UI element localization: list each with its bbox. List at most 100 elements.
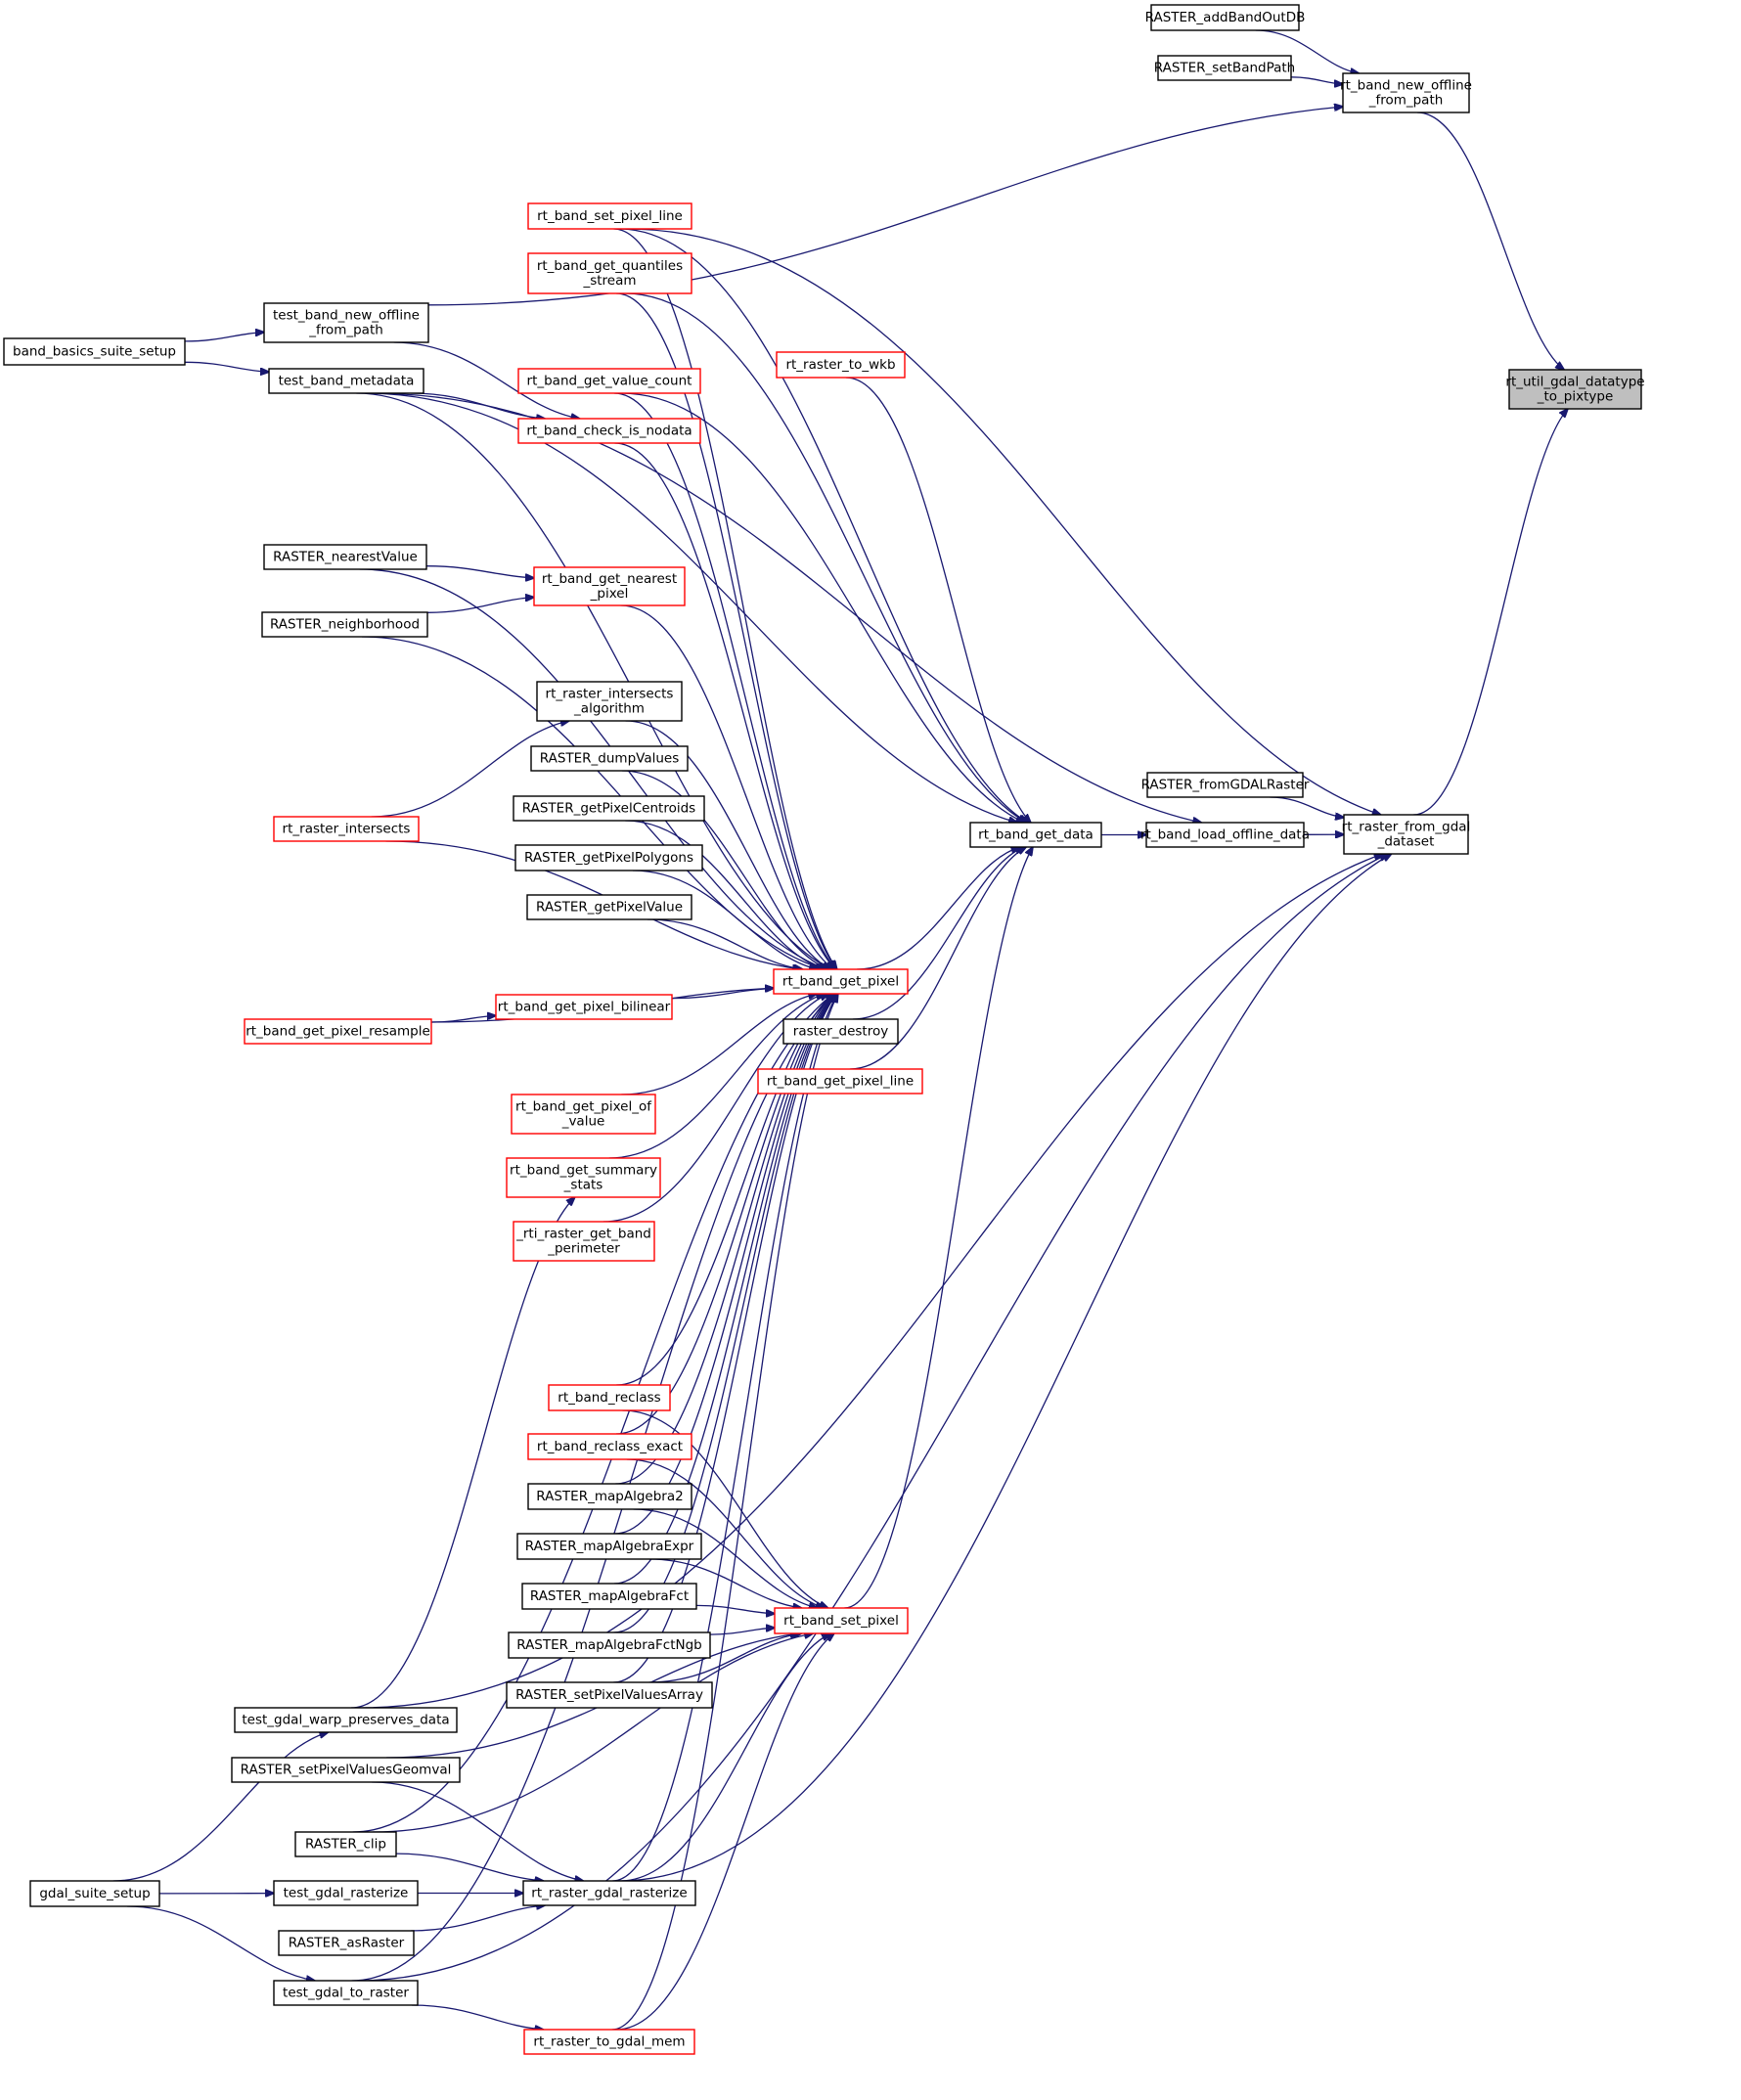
node-new-offline[interactable]: rt_band_new_offline_from_path <box>1340 72 1472 113</box>
node-box[interactable] <box>513 795 705 822</box>
node-box[interactable] <box>517 418 701 444</box>
node-mapAlgebraExpr[interactable]: RASTER_mapAlgebraExpr <box>516 1533 702 1560</box>
node-box[interactable] <box>273 1880 419 1906</box>
node-box[interactable] <box>263 302 429 343</box>
node-test-metadata[interactable]: test_band_metadata <box>268 368 424 394</box>
node-box[interactable] <box>1508 369 1642 410</box>
node-box[interactable] <box>263 544 427 570</box>
node-box[interactable] <box>1145 822 1305 848</box>
node-summary-stats[interactable]: rt_band_get_summary_stats <box>506 1157 661 1198</box>
node-nearest-pixel[interactable]: rt_band_get_nearest_pixel <box>533 566 686 606</box>
node-resample[interactable]: rt_band_get_pixel_resample <box>244 1018 432 1045</box>
node-bilinear[interactable]: rt_band_get_pixel_bilinear <box>495 994 673 1020</box>
node-box[interactable] <box>517 368 701 394</box>
node-box[interactable] <box>757 1068 923 1095</box>
node-fromGDALRaster[interactable]: RASTER_fromGDALRaster <box>1141 772 1310 798</box>
node-box[interactable] <box>522 1880 696 1906</box>
node-from-gdal[interactable]: rt_raster_from_gdal_dataset <box>1342 814 1471 855</box>
node-box[interactable] <box>1157 55 1292 81</box>
node-test-new-offline[interactable]: test_band_new_offline_from_path <box>263 302 429 343</box>
node-geomval[interactable]: RASTER_setPixelValuesGeomval <box>231 1757 461 1783</box>
node-box[interactable] <box>1343 814 1469 855</box>
node-check-nodata[interactable]: rt_band_check_is_nodata <box>517 418 701 444</box>
node-box[interactable] <box>776 351 906 379</box>
node-intersects-alg[interactable]: rt_raster_intersects_algorithm <box>536 681 683 722</box>
node-box[interactable] <box>527 202 692 230</box>
node-box[interactable] <box>533 566 686 606</box>
node-box[interactable] <box>530 745 689 772</box>
node-value-count[interactable]: rt_band_get_value_count <box>517 368 701 394</box>
node-box[interactable] <box>521 1583 697 1610</box>
node-box[interactable] <box>523 2029 695 2055</box>
node-get-pixel[interactable]: rt_band_get_pixel <box>773 968 909 995</box>
node-box[interactable] <box>508 1631 711 1659</box>
node-box[interactable] <box>548 1384 671 1411</box>
node-box[interactable] <box>1150 4 1300 31</box>
node-box[interactable] <box>782 1018 899 1045</box>
node-box[interactable] <box>506 1157 661 1198</box>
node-test-to-raster[interactable]: test_gdal_to_raster <box>273 1980 419 2006</box>
node-getPixelValue[interactable]: RASTER_getPixelValue <box>526 894 692 920</box>
node-quantiles[interactable]: rt_band_get_quantiles_stream <box>527 252 692 294</box>
node-polygons[interactable]: RASTER_getPixelPolygons <box>514 844 703 871</box>
node-box[interactable] <box>527 1483 692 1510</box>
node-mapAlgebraFct[interactable]: RASTER_mapAlgebraFct <box>521 1583 697 1610</box>
node-reclass[interactable]: rt_band_reclass <box>548 1384 671 1411</box>
node-box[interactable] <box>278 1930 415 1956</box>
node-raster-destroy[interactable]: raster_destroy <box>782 1018 899 1045</box>
node-mapAlgebraFctNgb[interactable]: RASTER_mapAlgebraFctNgb <box>508 1631 711 1659</box>
node-box[interactable] <box>29 1880 160 1907</box>
node-get-pixel-line[interactable]: rt_band_get_pixel_line <box>757 1068 923 1095</box>
node-pixel-of-value[interactable]: rt_band_get_pixel_of_value <box>511 1094 656 1135</box>
node-get-data[interactable]: rt_band_get_data <box>969 822 1102 848</box>
node-load-offline[interactable]: rt_band_load_offline_data <box>1140 822 1310 848</box>
node-box[interactable] <box>773 968 909 995</box>
node-box[interactable] <box>294 1831 397 1857</box>
node-box[interactable] <box>527 252 692 294</box>
node-set-pixel-line[interactable]: rt_band_set_pixel_line <box>527 202 692 230</box>
node-neighborhood[interactable]: RASTER_neighborhood <box>261 611 428 638</box>
node-box[interactable] <box>536 681 683 722</box>
node-box[interactable] <box>244 1018 432 1045</box>
node-box[interactable] <box>268 368 424 394</box>
node-set-pixel[interactable]: rt_band_set_pixel <box>774 1607 909 1634</box>
node-to-wkb[interactable]: rt_raster_to_wkb <box>776 351 906 379</box>
node-box[interactable] <box>273 1980 419 2006</box>
node-box[interactable] <box>1146 772 1304 798</box>
node-box[interactable] <box>506 1681 713 1709</box>
node-warp-preserves[interactable]: test_gdal_warp_preserves_data <box>234 1707 458 1733</box>
node-to-gdal-mem[interactable]: rt_raster_to_gdal_mem <box>523 2029 695 2055</box>
node-box[interactable] <box>527 1433 692 1460</box>
node-setBandPath[interactable]: RASTER_setBandPath <box>1154 55 1296 81</box>
node-nearestValue[interactable]: RASTER_nearestValue <box>263 544 427 570</box>
node-addBandOutDB[interactable]: RASTER_addBandOutDB <box>1145 4 1306 31</box>
node-box[interactable] <box>3 337 186 366</box>
node-box[interactable] <box>513 1221 655 1262</box>
node-gdal-rasterize[interactable]: rt_raster_gdal_rasterize <box>522 1880 696 1906</box>
node-test-rasterize[interactable]: test_gdal_rasterize <box>273 1880 419 1906</box>
node-box[interactable] <box>273 816 420 842</box>
node-perimeter[interactable]: _rti_raster_get_band_perimeter <box>513 1221 655 1262</box>
node-centroids[interactable]: RASTER_getPixelCentroids <box>513 795 705 822</box>
node-box[interactable] <box>495 994 673 1020</box>
node-box[interactable] <box>261 611 428 638</box>
node-box[interactable] <box>511 1094 656 1135</box>
node-root[interactable]: rt_util_gdal_datatype_to_pixtype <box>1505 369 1645 410</box>
node-box[interactable] <box>1342 72 1470 113</box>
node-setPixelValuesArray[interactable]: RASTER_setPixelValuesArray <box>506 1681 713 1709</box>
node-box[interactable] <box>234 1707 458 1733</box>
node-reclass-exact[interactable]: rt_band_reclass_exact <box>527 1433 692 1460</box>
node-clip[interactable]: RASTER_clip <box>294 1831 397 1857</box>
node-box[interactable] <box>526 894 692 920</box>
node-mapAlgebra2[interactable]: RASTER_mapAlgebra2 <box>527 1483 692 1510</box>
node-dumpValues[interactable]: RASTER_dumpValues <box>530 745 689 772</box>
node-box[interactable] <box>231 1757 461 1783</box>
node-intersects[interactable]: rt_raster_intersects <box>273 816 420 842</box>
node-band-basics[interactable]: band_basics_suite_setup <box>3 337 186 366</box>
node-gdal-suite[interactable]: gdal_suite_setup <box>29 1880 160 1907</box>
node-box[interactable] <box>969 822 1102 848</box>
node-box[interactable] <box>516 1533 702 1560</box>
node-asRaster[interactable]: RASTER_asRaster <box>278 1930 415 1956</box>
node-box[interactable] <box>774 1607 909 1634</box>
node-box[interactable] <box>514 844 703 871</box>
